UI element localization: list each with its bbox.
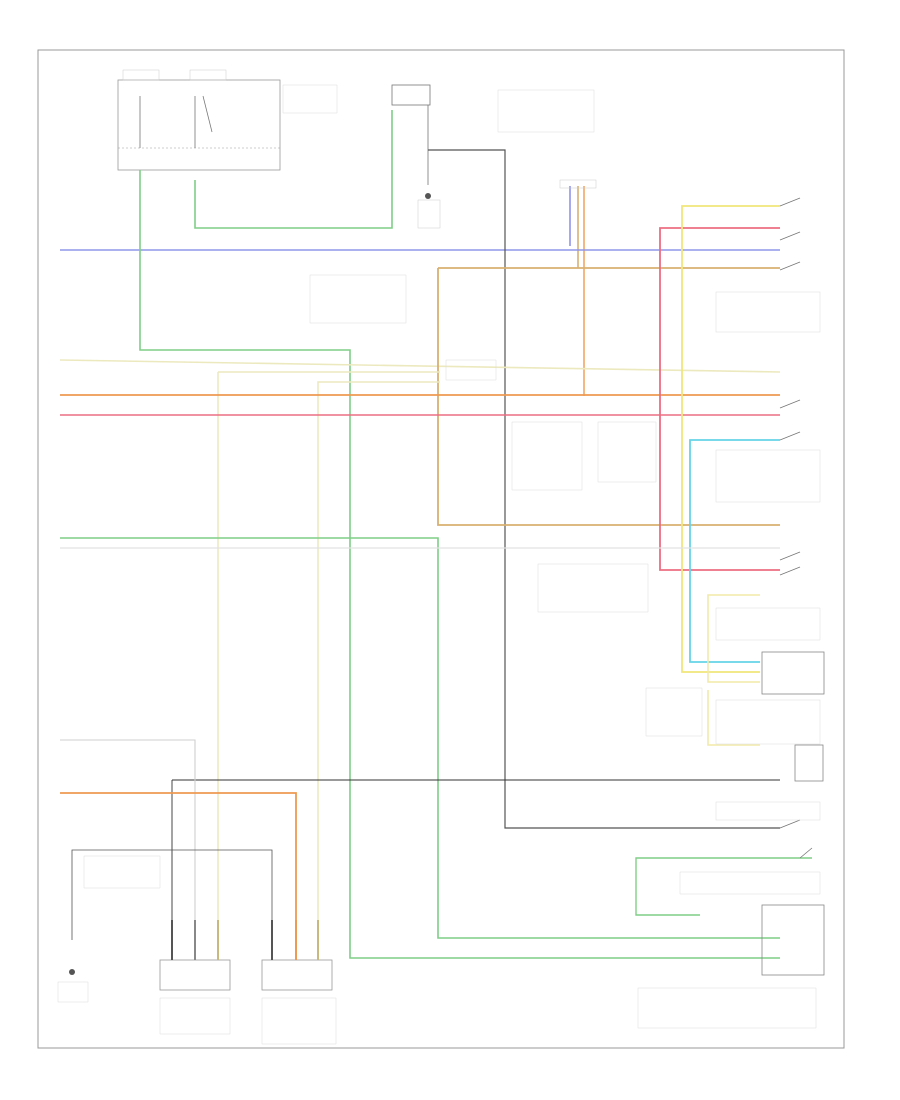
wire-light-yellow-lower-2 xyxy=(707,690,760,746)
wire-green-top-to-right xyxy=(194,110,393,229)
wire-dark-gray-loop xyxy=(428,149,780,829)
top-center-sensor xyxy=(391,84,441,229)
wire-orange-bottom xyxy=(60,792,297,940)
top-connector-block xyxy=(559,179,597,396)
bottom-left-connector xyxy=(159,920,231,991)
wire-pale-yellow-2 xyxy=(317,381,440,940)
right-module-box-1 xyxy=(761,651,825,695)
wire-light-yellow-lower xyxy=(707,594,760,683)
diagram-frame xyxy=(37,49,845,1049)
wire-cyan-right-vertical xyxy=(689,439,780,663)
wire-yellow-right-vertical xyxy=(681,205,780,673)
wire-green-bottom-right xyxy=(635,857,812,916)
wire-dark-bottom-left xyxy=(71,849,273,940)
right-module-box-3 xyxy=(761,904,825,976)
wire-tan-vertical-left xyxy=(437,268,780,526)
wire-green-left-drop xyxy=(139,170,780,959)
wire-red-right-vertical xyxy=(659,227,780,571)
right-module-box-2 xyxy=(794,744,824,782)
illegible-label-blocks xyxy=(57,84,821,1045)
right-switches xyxy=(779,197,813,859)
wire-gray-left-lower xyxy=(60,739,196,940)
top-left-switch-box xyxy=(117,69,281,171)
wire-pale-yellow-1 xyxy=(59,359,781,373)
ground-symbol xyxy=(69,969,75,975)
bottom-right-connector xyxy=(261,920,333,991)
wire-green-lower-loop xyxy=(60,537,780,939)
